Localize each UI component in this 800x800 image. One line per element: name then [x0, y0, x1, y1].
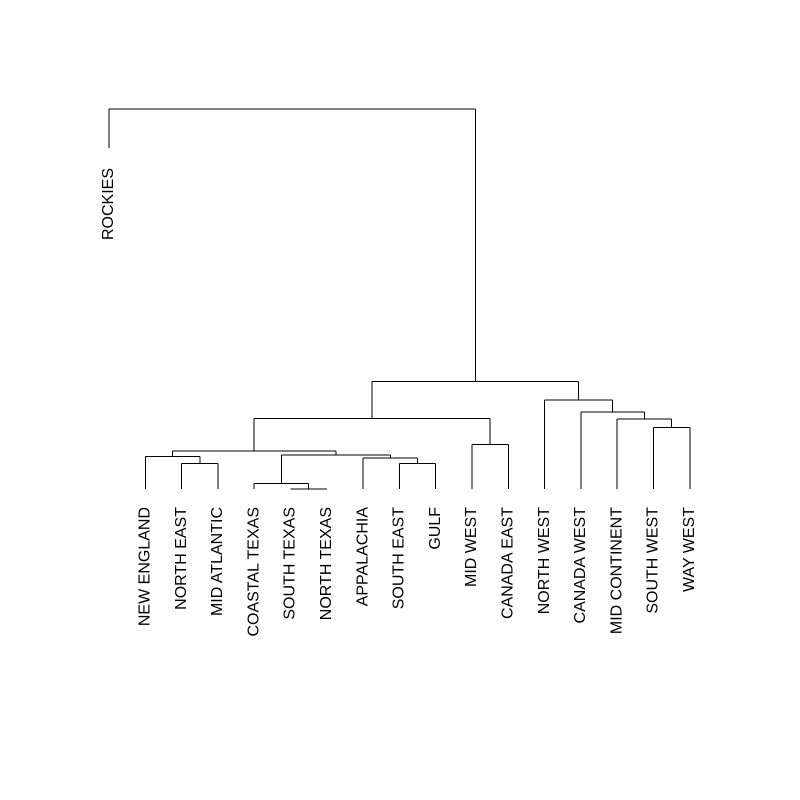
- leaf-label-mid-west: MID WEST: [463, 507, 480, 587]
- leaf-label-way-west: WAY WEST: [681, 507, 698, 592]
- leaf-label-gulf: GULF: [427, 507, 444, 550]
- leaf-label-mid-atlantic: MID ATLANTIC: [209, 507, 226, 616]
- dendrogram-leaf-labels: ROCKIES NEW ENGLAND NORTH EAST MID ATLANTIC…: [100, 168, 698, 637]
- leaf-label-appalachia: APPALACHIA: [354, 507, 371, 607]
- leaf-label-mid-continent: MID CONTINENT: [608, 507, 625, 634]
- leaf-label-north-west: NORTH WEST: [536, 507, 553, 614]
- leaf-label-north-east: NORTH EAST: [173, 507, 190, 610]
- leaf-label-south-texas: SOUTH TEXAS: [282, 507, 299, 620]
- leaf-label-rockies: ROCKIES: [100, 168, 117, 240]
- leaf-label-canada-east: CANADA EAST: [500, 507, 517, 619]
- leaf-label-new-england: NEW ENGLAND: [137, 507, 154, 626]
- leaf-label-canada-west: CANADA WEST: [572, 507, 589, 624]
- leaf-label-south-east: SOUTH EAST: [391, 507, 408, 609]
- dendrogram-links: [108, 108, 691, 490]
- leaf-label-south-west: SOUTH WEST: [645, 507, 662, 614]
- leaf-label-north-texas: NORTH TEXAS: [318, 507, 335, 620]
- leaf-label-coastal-texas: COASTAL TEXAS: [245, 507, 262, 637]
